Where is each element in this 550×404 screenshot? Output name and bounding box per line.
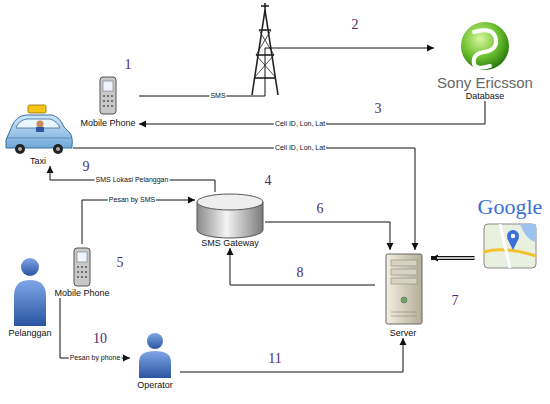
connector [265, 222, 390, 250]
node-label: Mobile Phone [53, 288, 111, 298]
node-box: Taxi [3, 100, 73, 166]
taxi-car [6, 105, 72, 154]
connector-line [437, 257, 475, 259]
icon-space [377, 250, 429, 328]
callout-number: 7 [452, 293, 459, 308]
node-label: Database [436, 91, 534, 101]
connector-line [60, 298, 130, 358]
node-label: Mobile Phone [79, 118, 137, 128]
edge-label: Cell ID, Lon, Lat [274, 144, 326, 152]
phone-icon [100, 77, 116, 114]
edge-label: Pesan by SMS [108, 196, 156, 204]
icon-space [132, 330, 178, 380]
node-box: Operator [130, 330, 180, 390]
connector-line [180, 338, 403, 372]
callout-number: 11 [268, 351, 281, 366]
icon-space [79, 74, 137, 118]
node-label: SMS Gateway [197, 238, 263, 248]
connector-line [431, 256, 475, 260]
icon-space [197, 192, 263, 238]
node-box: Sony EricssonDatabase [434, 20, 536, 101]
gateway-cylinder [197, 194, 263, 238]
person-icon [139, 333, 171, 378]
connector [230, 248, 375, 285]
node-label: Operator [132, 380, 178, 390]
edge-label: SMS Lokasi Pelanggan [95, 176, 170, 184]
connector [431, 258, 475, 259]
edge-label: Pesan by phone [69, 354, 122, 362]
edge-label: SMS [209, 92, 226, 100]
icon-space [5, 100, 71, 156]
connector-line [50, 166, 215, 192]
connector [139, 48, 434, 96]
callout-number: 10 [93, 331, 107, 346]
connector [82, 200, 195, 244]
connector [73, 148, 415, 250]
node-box: Server [375, 250, 431, 338]
connector-line [265, 222, 390, 250]
phone-icon [74, 248, 90, 286]
callout-number: 2 [352, 17, 359, 32]
callout-number: 6 [317, 201, 324, 216]
connector-line [139, 48, 434, 96]
person-icon [14, 258, 46, 326]
node-label: Sony Ericsson [436, 74, 534, 91]
callout-number: 1 [125, 57, 132, 72]
connector [60, 298, 130, 358]
node-box: Mobile Phone [77, 74, 139, 128]
company-logo [461, 22, 509, 70]
icon-space [436, 20, 534, 74]
map-icon [484, 224, 536, 268]
connector [180, 338, 403, 372]
connector-line [230, 248, 375, 285]
callout-number: 8 [297, 265, 304, 280]
node-box: SMS Gateway [195, 192, 265, 248]
callout-number: 4 [265, 173, 272, 188]
node-box: Pelanggan [5, 256, 55, 338]
node-label: Pelanggan [7, 328, 53, 338]
edge-label: Cell ID, Lon, Lat [274, 120, 326, 128]
connector-line [73, 148, 415, 250]
icon-space [477, 219, 544, 275]
icon-space [53, 244, 111, 288]
callout-number: 5 [117, 255, 124, 270]
node-label: Server [377, 328, 429, 338]
icon-space [7, 256, 53, 328]
node-box: Mobile Phone [51, 244, 113, 298]
server-icon [386, 254, 422, 324]
node-label: Google [477, 194, 544, 219]
connector [50, 166, 215, 192]
node-box: Google [475, 194, 546, 275]
node-label: Taxi [5, 156, 71, 166]
callout-number: 9 [83, 159, 90, 174]
callout-number: 3 [375, 101, 382, 116]
connector-line [82, 200, 195, 244]
